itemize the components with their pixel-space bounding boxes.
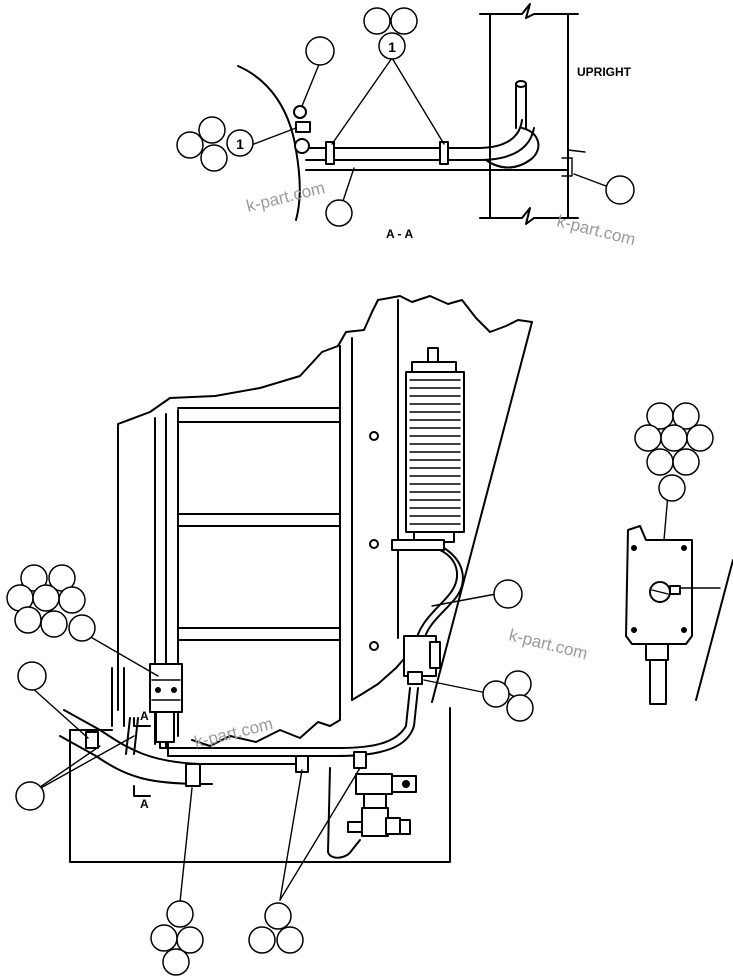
crossbar-bottom: [177, 627, 341, 641]
section-cut-label-top: A: [140, 709, 149, 723]
leader-hose-unit: [431, 593, 497, 607]
crossbar-middle: [177, 513, 341, 527]
section-cut-marks: [133, 717, 151, 797]
hose-from-unit: [415, 549, 458, 641]
mast-switch: [403, 635, 441, 685]
tube-middle: [305, 127, 535, 161]
section-label: A - A: [386, 227, 413, 241]
detail-diagonal-edge: [695, 559, 733, 701]
lower-valve-assembly: [347, 773, 417, 837]
fitting-swivel: [294, 138, 310, 154]
callout-group-clamps-right: [248, 902, 304, 954]
hose-short-vertical: [125, 717, 139, 755]
leader-valve-block: [81, 631, 159, 677]
leader-hoses-a: [29, 745, 101, 795]
callout-group-top: 1: [363, 7, 418, 60]
vertical-pipe-end: [515, 80, 527, 88]
callout-group-left: 1: [176, 116, 254, 172]
leader-clamp-middle: [179, 787, 193, 903]
section-cut-label-bottom: A: [140, 797, 149, 811]
callout-group-switch-detail: [634, 402, 714, 502]
tube-upper: [305, 119, 523, 149]
break-line-top: [479, 3, 579, 19]
bolt-hole-2: [369, 539, 379, 549]
vertical-pipe: [515, 83, 527, 129]
watermark-3: k-part.com: [507, 625, 590, 663]
hose-main-right: [159, 687, 411, 749]
bolt-hole-3: [369, 641, 379, 651]
bolt-hole-1: [369, 431, 379, 441]
leader-clamp-right-1: [279, 769, 303, 901]
hose-clamp-middle: [185, 763, 201, 787]
callout-tube: [325, 199, 353, 227]
mast-outline: [117, 295, 533, 711]
callout-upright: [605, 175, 635, 205]
item-number-label-top: 1: [388, 39, 396, 55]
leader-clamp-right-2: [279, 767, 361, 901]
valve-block: [149, 663, 183, 743]
leader-fitting-top: [301, 61, 321, 107]
callout-fitting-top: [305, 36, 335, 66]
frame-upright-post: [111, 667, 125, 727]
callout-group-clamp-middle: [150, 900, 204, 976]
callout-group-valve-block: [6, 564, 96, 642]
break-line-bottom: [479, 207, 579, 225]
callout-hose-fitting: [17, 661, 47, 691]
leader-fitting: [253, 127, 297, 145]
section-view-a-a: 1 1 UPRIGHT A - A: [176, 3, 635, 241]
hose-to-lower-valve: [327, 767, 361, 859]
accumulator-finned-unit: [391, 347, 465, 551]
leader-switch-detail: [663, 493, 669, 541]
watermark-4: k-part.com: [192, 714, 275, 752]
hose-loop: [485, 127, 540, 169]
callout-hoses: [15, 781, 45, 811]
leader-upright: [573, 173, 607, 187]
leader-tube: [341, 167, 355, 205]
hose-clamp-right-2: [353, 751, 367, 769]
leader-clamp-left: [331, 57, 393, 145]
leader-switch: [423, 679, 483, 693]
hose-main-right-2: [167, 687, 419, 757]
upright-fitting-stub: [567, 149, 586, 153]
item-number-label-left: 1: [236, 136, 244, 152]
crossbar-top: [177, 407, 341, 423]
mast-lower-break: [191, 719, 341, 747]
fitting-block: [295, 121, 311, 133]
clamp-right: [439, 141, 449, 165]
mast-channel-right: [339, 299, 399, 721]
frame-box: [69, 707, 451, 863]
fitting-top: [293, 105, 307, 119]
leader-hoses-b: [29, 735, 135, 795]
hose-clamp-left: [85, 731, 99, 749]
callout-group-switch: [482, 670, 534, 722]
leader-hose-fitting: [29, 685, 89, 739]
leader-clamp-right: [391, 57, 445, 145]
watermark-2: k-part.com: [555, 211, 638, 249]
hose-from-unit-outer: [423, 547, 464, 641]
callout-hose-unit: [493, 579, 523, 609]
watermark-1: k-part.com: [244, 178, 327, 216]
upright-fitting: [561, 157, 573, 177]
mast-right-diagonal: [431, 321, 533, 703]
upright-label: UPRIGHT: [577, 65, 632, 79]
switch-detail-view: [625, 525, 733, 705]
main-view: A A: [6, 295, 733, 976]
clamp-left: [325, 141, 335, 165]
